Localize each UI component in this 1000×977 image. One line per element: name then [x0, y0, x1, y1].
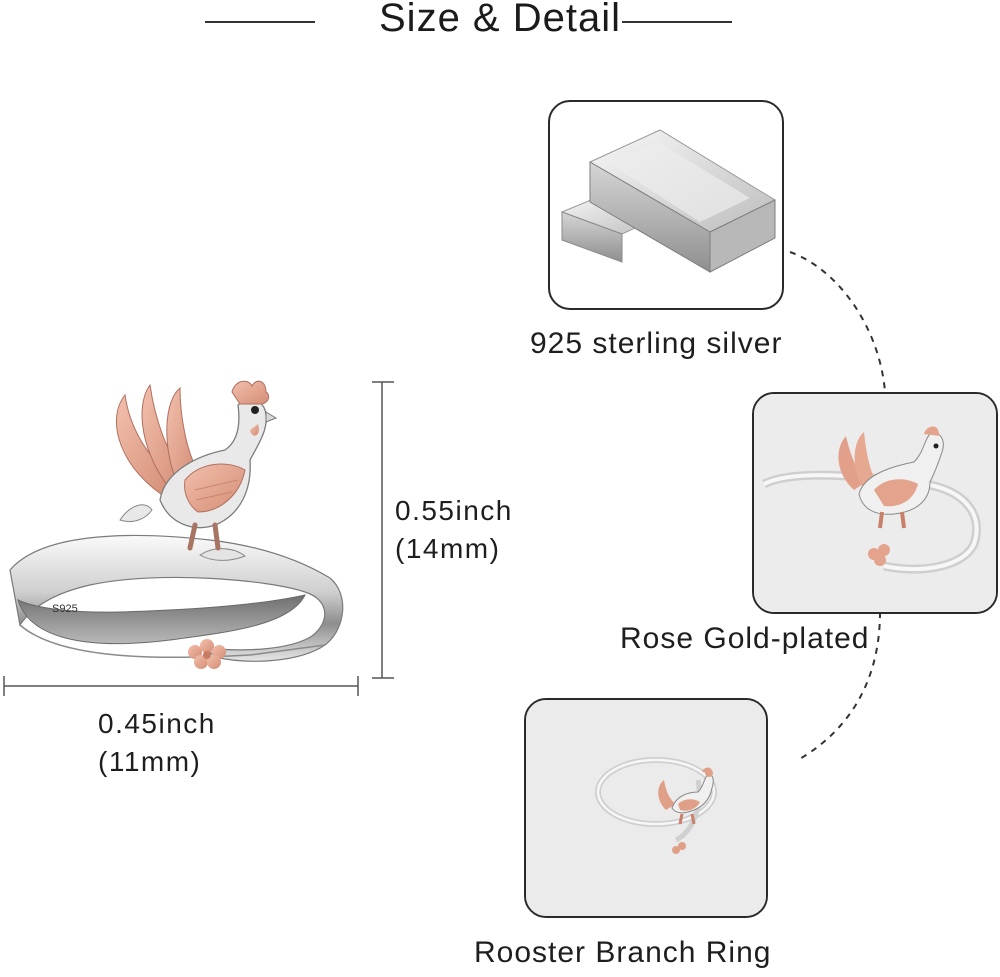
feature-label-rose-gold: Rose Gold-plated: [620, 622, 870, 655]
silver-bars-icon: [560, 129, 777, 273]
height-dimension-line: [372, 381, 394, 679]
rooster-ring-thumbnail: [524, 698, 768, 918]
dashed-connector: [789, 251, 886, 761]
width-dimension-line: [3, 676, 359, 696]
feature-label-rooster-ring: Rooster Branch Ring: [474, 936, 772, 969]
rooster-ring-photo: [526, 700, 766, 916]
width-dimension-label: 0.45inch (11mm): [98, 705, 216, 781]
title-rule-right: [622, 21, 732, 23]
height-dimension-label: 0.55inch (14mm): [395, 492, 513, 568]
title-rule-left: [205, 21, 315, 23]
flower-charm: [188, 639, 226, 669]
page-title: Size & Detail: [379, 0, 621, 40]
width-mm: (11mm): [98, 746, 202, 777]
rooster-figure: [116, 380, 278, 553]
ring-engraving: S925: [52, 603, 78, 615]
height-mm: (14mm): [395, 533, 501, 564]
rooster-ring-image: S925: [9, 380, 344, 669]
height-inch: 0.55inch: [395, 495, 513, 526]
rose-gold-thumbnail: [752, 392, 998, 614]
width-inch: 0.45inch: [98, 708, 216, 739]
rose-gold-ring-photo: [754, 394, 996, 612]
silver-bars-thumbnail: [548, 100, 784, 310]
feature-label-silver: 925 sterling silver: [530, 327, 783, 360]
section-header: Size & Detail: [0, 0, 1000, 50]
